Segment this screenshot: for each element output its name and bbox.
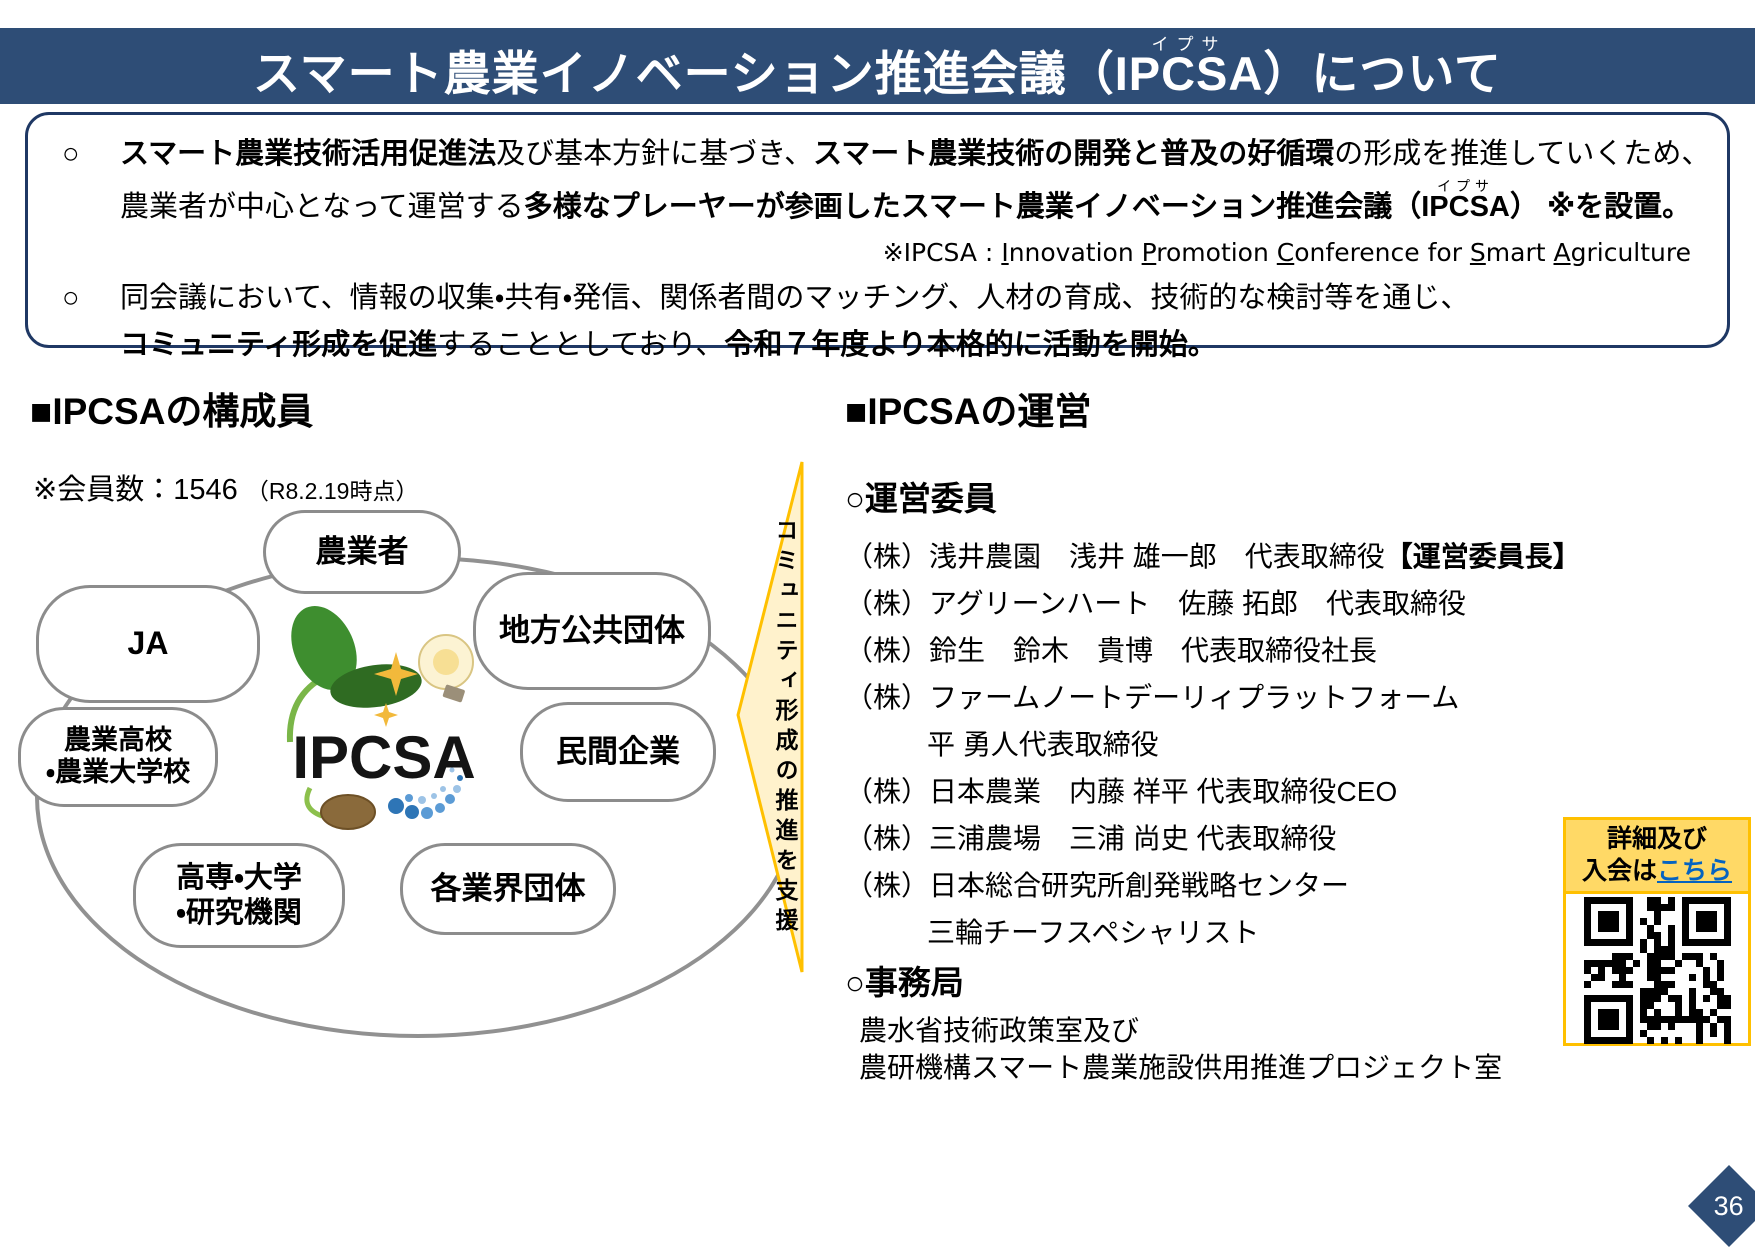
summary-text: 多様なプレーヤーが参画したスマート農業イノベーション推進会議（ xyxy=(523,191,1422,223)
page-title: スマート農業イノベーション推進会議（IPCSAイプサ）について xyxy=(253,35,1502,97)
member-node-college-research: 高専・大学・研究機関 xyxy=(133,843,345,948)
summary-bullet1-line2: 農業者が中心となって運営する多様なプレーヤーが参画したスマート農業イノベーション… xyxy=(62,178,1691,231)
node-label: 高専・大学 xyxy=(176,862,302,895)
secretariat-line: 農水省技術政策室及び xyxy=(859,1014,1140,1046)
summary-bullet2-line2: コミュニティ形成を促進することとしており、令和７年度より本格的に活動を開始。 xyxy=(62,322,1691,369)
note-text: onference for xyxy=(1294,238,1470,267)
member-node-ja: JA xyxy=(36,585,260,703)
svg-text:IPCSA: IPCSA xyxy=(292,724,475,791)
node-label: 農業者 xyxy=(315,533,409,569)
committee-member: （株）三浦農場 三浦 尚史 代表取締役 xyxy=(845,815,1575,862)
committee-member-text: （株）鈴生 鈴木 貴博 代表取締役社長 xyxy=(845,635,1378,667)
title-ipcsa-ruby: IPCSAイプサ xyxy=(1114,35,1264,100)
join-info-line2: 入会はこちら xyxy=(1582,856,1732,887)
node-label: JA xyxy=(127,625,169,662)
committee-member-text: （株）日本農業 内藤 祥平 代表取締役CEO xyxy=(845,776,1398,808)
committee-member-subline: 平 勇人代表取締役 xyxy=(927,729,1159,761)
committee-member-text: （株）三浦農場 三浦 尚史 代表取締役 xyxy=(845,823,1337,855)
committee-member-text: （株）アグリーンハート 佐藤 拓郎 代表取締役 xyxy=(845,588,1466,620)
note-text: romotion xyxy=(1156,238,1277,267)
join-link[interactable]: こちら xyxy=(1657,856,1733,885)
note-text: ※IPCSA : xyxy=(882,238,1002,267)
summary-text: 同会議において、情報の収集・共有・発信、関係者間のマッチング、人材の育成、技術的… xyxy=(120,282,1470,314)
member-node-farmer: 農業者 xyxy=(263,510,461,594)
node-label: 地方公共団体 xyxy=(499,612,685,648)
member-count-date: （R8.2.19時点） xyxy=(245,478,419,504)
note-text: mart xyxy=(1485,238,1554,267)
committee-heading: ○運営委員 xyxy=(845,480,997,517)
committee-member: （株）ファームノートデーリィプラットフォーム平 勇人代表取締役 xyxy=(845,674,1575,768)
title-suffix: ）について xyxy=(1263,47,1502,100)
ipcsa-ruby: IPCSAイプサ xyxy=(1421,178,1510,223)
node-label: 民間企業 xyxy=(556,733,680,769)
join-info-box: 詳細及び 入会はこちら xyxy=(1563,817,1751,1046)
summary-text: 及び基本方針に基づき、 xyxy=(496,138,814,170)
join-info-label: 詳細及び 入会はこちら xyxy=(1566,820,1748,894)
qr-code xyxy=(1583,896,1731,1044)
committee-member-text: （株）浅井農園 浅井 雄一郎 代表取締役 xyxy=(845,541,1385,573)
note-text: nnovation xyxy=(1008,238,1142,267)
qr-code-area xyxy=(1566,894,1748,1046)
community-support-label: コミュニティ形成の推進を支援 xyxy=(772,518,798,938)
node-label: 農業高校 xyxy=(64,725,172,756)
committee-list: （株）浅井農園 浅井 雄一郎 代表取締役【運営委員長】 （株）アグリーンハート … xyxy=(845,533,1581,956)
summary-text: ※を設置。 xyxy=(1546,191,1692,223)
page-number: 36 xyxy=(1713,1190,1745,1221)
summary-text: コミュニティ形成を促進 xyxy=(120,329,438,361)
note-text: P xyxy=(1141,238,1157,267)
committee-member-subline: 三輪チーフスペシャリスト xyxy=(927,917,1260,949)
note-text: A xyxy=(1553,238,1571,267)
summary-text: スマート農業技術活用促進法 xyxy=(120,138,497,170)
committee-member-text: （株）ファームノートデーリィプラットフォーム xyxy=(845,682,1460,714)
bullet-circle: ○ xyxy=(62,138,80,170)
member-count-value: ※会員数：1546 xyxy=(33,474,238,506)
join-info-text: 入会は xyxy=(1581,856,1657,885)
summary-text: スマート農業技術の開発と普及の好循環 xyxy=(813,138,1335,170)
summary-text: 農業者が中心となって運営する xyxy=(120,191,524,223)
note-text: griculture xyxy=(1570,238,1691,267)
committee-member: （株）日本総合研究所創発戦略センター三輪チーフスペシャリスト xyxy=(845,862,1575,956)
management-section: ○運営委員 （株）浅井農園 浅井 雄一郎 代表取締役【運営委員長】 （株）アグリ… xyxy=(845,382,1581,1086)
member-node-private-company: 民間企業 xyxy=(520,702,716,802)
committee-member: （株）浅井農園 浅井 雄一郎 代表取締役【運営委員長】 xyxy=(845,533,1581,580)
join-info-line1: 詳細及び xyxy=(1606,825,1707,854)
node-label: ・研究機関 xyxy=(176,896,302,929)
summary-bullet2-line1: ○ 同会議において、情報の収集・共有・発信、関係者間のマッチング、人材の育成、技術… xyxy=(62,275,1691,322)
member-node-local-government: 地方公共団体 xyxy=(473,572,711,690)
management-section-heading: ■IPCSAの運営 xyxy=(845,391,1092,432)
member-node-industry-group: 各業界団体 xyxy=(400,843,616,935)
summary-box: ○ スマート農業技術活用促進法及び基本方針に基づき、スマート農業技術の開発と普及の… xyxy=(25,112,1730,361)
ipcsa-logo-graphic: IPCSA xyxy=(286,605,476,830)
member-count: ※会員数：1546 （R8.2.19時点） xyxy=(33,466,418,508)
summary-text: 令和７年度より本格的に活動を開始。 xyxy=(724,329,1217,361)
note-text: I xyxy=(1001,238,1009,267)
summary-text: の形成を推進していくため、 xyxy=(1334,138,1711,170)
page-number-badge: 36 xyxy=(1687,1164,1755,1247)
committee-member: （株）日本農業 内藤 祥平 代表取締役CEO xyxy=(845,768,1575,815)
note-text: S xyxy=(1469,238,1486,267)
node-label: ・農業大学校 xyxy=(45,757,191,787)
node-label: 各業界団体 xyxy=(430,870,586,906)
committee-member-text: （株）日本総合研究所創発戦略センター xyxy=(845,870,1350,902)
committee-chair-tag: 【運営委員長】 xyxy=(1384,541,1581,573)
note-text: C xyxy=(1276,238,1295,267)
ipcsa-acronym-note: ※IPCSA : Innovation Promotion Conference… xyxy=(62,231,1691,275)
committee-member: （株）アグリーンハート 佐藤 拓郎 代表取締役 xyxy=(845,580,1575,627)
title-prefix: スマート農業イノベーション推進会議（ xyxy=(253,47,1115,100)
summary-bullet1-line1: ○ スマート農業技術活用促進法及び基本方針に基づき、スマート農業技術の開発と普及の… xyxy=(62,131,1710,178)
member-node-agricultural-school: 農業高校・農業大学校 xyxy=(18,707,218,807)
members-section-heading: ■IPCSAの構成員 xyxy=(30,391,314,432)
slide-title-bar: スマート農業イノベーション推進会議（IPCSAイプサ）について xyxy=(0,28,1755,104)
ipcsa-logo: IPCSA xyxy=(268,600,500,838)
community-support-arrow: コミュニティ形成の推進を支援 xyxy=(733,456,805,978)
committee-member: （株）鈴生 鈴木 貴博 代表取締役社長 xyxy=(845,627,1575,674)
secretariat-line: 農研機構スマート農業施設供用推進プロジェクト室 xyxy=(859,1051,1503,1083)
bullet-circle: ○ xyxy=(62,282,80,314)
left-arrow-shape xyxy=(736,461,804,973)
summary-text: ） xyxy=(1509,191,1539,223)
summary-text: することとしており、 xyxy=(437,329,725,361)
secretariat-heading: ○事務局 xyxy=(845,964,964,1002)
